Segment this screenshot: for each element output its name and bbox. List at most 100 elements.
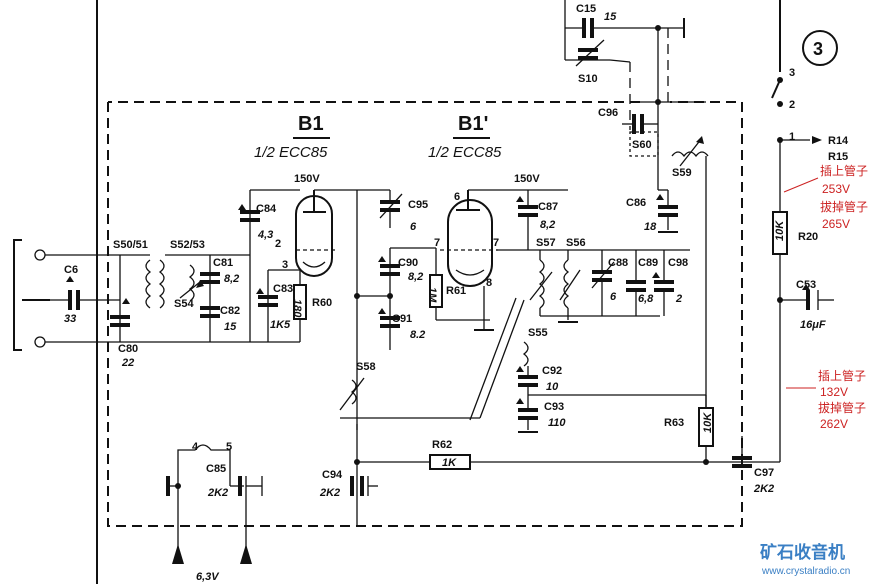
supply-150v-right: 150V <box>514 173 540 185</box>
c90-value: 8,2 <box>408 271 423 283</box>
c96-label: C96 <box>598 107 618 119</box>
tank-network: C87 8,2 S57 S56 C88 6 C89 6,8 C98 2 <box>516 190 690 323</box>
c87-label: C87 <box>538 201 558 213</box>
r60-value: 180 <box>291 299 303 318</box>
input-network: S50/51 C80 22 <box>110 239 300 369</box>
c53-value: 16μF <box>800 319 826 331</box>
s54-label: S54 <box>174 298 194 310</box>
tube-b1-prime: B1' 1/2 ECC85 6 7 7 8 150V <box>428 113 568 331</box>
c82-label: C82 <box>220 305 240 317</box>
c15-label: C15 <box>576 3 596 15</box>
annotation-bottom-line1: 插上管子 <box>818 368 866 383</box>
r62-label: R62 <box>432 439 452 451</box>
tube-b1p-pin-7a: 7 <box>434 237 440 249</box>
tube1-cathode-network: C84 4,3 C83 1K5 180 R60 <box>238 189 332 342</box>
right-network: C86 18 S59 10K R63 C97 2K2 <box>626 136 780 495</box>
grid-network: S52/53 S54 C81 8,2 C82 15 <box>170 239 240 342</box>
c91-value: 8.2 <box>410 329 425 341</box>
annotation-bottom: 插上管子 132V 拔掉管子 262V <box>786 368 866 431</box>
tube-b1-type: 1/2 ECC85 <box>254 144 328 161</box>
c80-label: C80 <box>118 343 138 355</box>
circle-label: 3 <box>813 39 823 59</box>
annotation-top-line1: 插上管子 <box>820 163 868 178</box>
c98-label: C98 <box>668 257 688 269</box>
switch-pin-3: 3 <box>789 67 795 79</box>
annotation-top: 插上管子 253V 拔掉管子 265V <box>783 163 868 231</box>
r15-label: R15 <box>828 151 848 163</box>
c97-value: 2K2 <box>753 483 774 495</box>
c92-label: C92 <box>542 365 562 377</box>
c6-value: 33 <box>64 313 76 325</box>
supply-150v-left: 150V <box>294 173 320 185</box>
tube-b1p-pin-8: 8 <box>486 277 492 289</box>
c88-label: C88 <box>608 257 628 269</box>
tube-b1-name: B1 <box>298 113 324 135</box>
c93-label: C93 <box>544 401 564 413</box>
c95-value: 6 <box>410 221 417 233</box>
top-network: C15 15 S10 C96 S60 <box>564 0 706 190</box>
c92-value: 10 <box>546 381 559 393</box>
r60-label: R60 <box>312 297 332 309</box>
s52-label: S52/53 <box>170 239 205 251</box>
r63-label: R63 <box>664 417 684 429</box>
c15-value: 15 <box>604 11 617 23</box>
r63-value: 10K <box>702 412 714 433</box>
c94-label: C94 <box>322 469 343 481</box>
r20-label: R20 <box>798 231 818 243</box>
s50-label: S50/51 <box>113 239 148 251</box>
annotation-top-line2: 253V <box>822 182 850 196</box>
c84-value: 4,3 <box>257 229 273 241</box>
s56-label: S56 <box>566 237 586 249</box>
r61-value: 1M <box>426 287 438 303</box>
c86-value: 18 <box>644 221 657 233</box>
c82-value: 15 <box>224 321 237 333</box>
c81-label: C81 <box>213 257 233 269</box>
s59-label: S59 <box>672 167 692 179</box>
annotation-bottom-line2: 132V <box>820 385 848 399</box>
annotation-top-line3: 拔掉管子 <box>820 199 868 214</box>
c84-label: C84 <box>256 203 277 215</box>
annotation-bottom-line4: 262V <box>820 417 848 431</box>
c86-label: C86 <box>626 197 646 209</box>
r62-network: 1K R62 C94 2K2 <box>319 439 709 499</box>
c83-label: C83 <box>273 283 293 295</box>
c95-label: C95 <box>408 199 428 211</box>
c80-value: 22 <box>121 357 134 369</box>
tube-b1p-pin-6: 6 <box>454 191 460 203</box>
r14-label: R14 <box>828 135 849 147</box>
r20-value: 10K <box>774 220 786 241</box>
c94-value: 2K2 <box>319 487 340 499</box>
c98-value: 2 <box>675 293 682 305</box>
s58-network: S58 <box>339 297 525 430</box>
c6-label: C6 <box>64 264 78 276</box>
watermark-url: www.crystalradio.cn <box>761 566 850 577</box>
c88-value: 6 <box>610 291 617 303</box>
shield-box <box>107 101 743 527</box>
watermark: 矿石收音机 www.crystalradio.cn <box>760 542 850 577</box>
annotation-top-line4: 265V <box>822 217 850 231</box>
s57-label: S57 <box>536 237 556 249</box>
c91-label: C91 <box>392 313 412 325</box>
s10-label: S10 <box>578 73 598 85</box>
c89-label: C89 <box>638 257 658 269</box>
r62-value: 1K <box>442 457 457 469</box>
tube-b1: B1 1/2 ECC85 2 3 150V <box>254 113 336 277</box>
switch-pin-1: 1 <box>789 131 795 143</box>
c90-label: C90 <box>398 257 418 269</box>
c6-capacitor: C6 33 <box>50 264 120 325</box>
tube-b1p-type: 1/2 ECC85 <box>428 144 502 161</box>
s58-label: S58 <box>356 361 376 373</box>
c93-value: 110 <box>548 417 566 429</box>
tube-b1p-pin-7b: 7 <box>493 237 499 249</box>
tube-b1-pin-2: 2 <box>275 238 281 250</box>
center-network: C95 6 C90 8,2 C91 8.2 <box>314 189 436 526</box>
c97-label: C97 <box>754 467 774 479</box>
c85-label: C85 <box>206 463 226 475</box>
c89-value: 6,8 <box>638 293 654 305</box>
c85-value: 2K2 <box>207 487 228 499</box>
s55-label: S55 <box>528 327 548 339</box>
c87-value: 8,2 <box>540 219 555 231</box>
heater-supply: 6,3V <box>196 571 220 583</box>
s60-label: S60 <box>632 139 652 151</box>
s55-network: S55 C92 10 C93 110 <box>516 327 706 433</box>
